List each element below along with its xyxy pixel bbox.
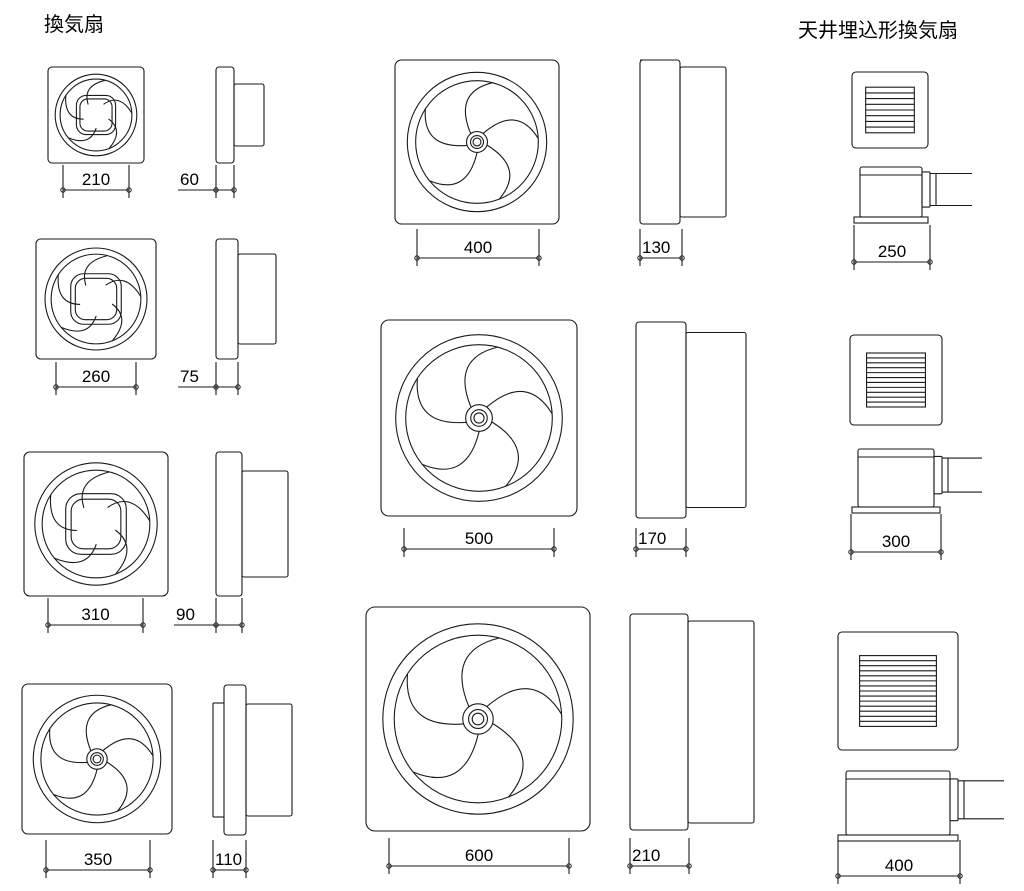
- dimension-depth: 210: [627, 838, 692, 874]
- dimension-width: 600: [386, 838, 572, 874]
- dimension-depth: 90: [174, 598, 245, 633]
- dimension-width: 260: [53, 362, 139, 395]
- ceiling-fan-section-title: 天井埋込形換気扇: [798, 18, 958, 42]
- dimension-label: 210: [632, 846, 660, 865]
- dimension-width: 310: [45, 598, 146, 633]
- dimension-width: 500: [401, 528, 557, 557]
- fan-front-view: [21, 683, 173, 835]
- dimension-depth: 130: [637, 229, 685, 266]
- fan-front-view: [23, 451, 169, 597]
- dimension-label: 400: [885, 856, 913, 875]
- wall-fan-210: 210 60: [47, 66, 265, 198]
- fan-front-view: [35, 238, 157, 360]
- fan-front-view: [365, 606, 591, 832]
- dimension-width: 350: [43, 840, 153, 878]
- dimension-label: 170: [638, 529, 666, 548]
- dimension-label: 110: [215, 850, 242, 869]
- dimension-label: 75: [180, 367, 199, 386]
- ceiling-fan-300: 300: [848, 334, 982, 560]
- dimension-depth: 60: [178, 165, 237, 198]
- dimension-label: 350: [84, 850, 112, 869]
- dimension-depth: 75: [178, 362, 241, 395]
- wall-fan-section-title: 換気扇: [44, 12, 104, 36]
- wall-fan-260: 260 75: [35, 238, 277, 395]
- dimension-label: 500: [465, 529, 493, 548]
- dimension-label: 60: [180, 170, 199, 189]
- ceiling-fan-250: 250: [851, 71, 972, 270]
- dimension-width: 210: [60, 165, 132, 198]
- dimension-depth: 110: [210, 840, 249, 878]
- dimension-label: 400: [464, 238, 492, 257]
- wall-fan-350: 350 110: [21, 683, 293, 878]
- wall-fan-600: 600 210: [365, 606, 755, 874]
- fan-side-view: [639, 59, 727, 225]
- fan-side-view: [215, 451, 289, 597]
- dimension-label: 90: [176, 605, 195, 624]
- dimension-width: 250: [851, 225, 933, 270]
- fan-side-view: [215, 238, 277, 360]
- dimension-label: 130: [642, 238, 670, 257]
- wall-fan-310: 310 90: [23, 451, 289, 633]
- dimension-label: 260: [82, 367, 110, 386]
- wall-fan-400: 400 130: [394, 59, 727, 266]
- fan-side-view: [629, 613, 755, 831]
- dimension-label: 310: [81, 605, 109, 624]
- dimension-label: 600: [465, 846, 493, 865]
- fan-side-view: [635, 321, 747, 519]
- dimension-width: 300: [848, 514, 944, 560]
- fan-front-view: [380, 319, 578, 517]
- dimension-width: 400: [835, 840, 963, 884]
- dimension-label: 210: [82, 170, 110, 189]
- dimension-label: 300: [882, 532, 910, 551]
- dimension-label: 250: [878, 242, 906, 261]
- ceiling-fan-400: 400: [835, 631, 1004, 884]
- fan-side-view: [215, 66, 265, 164]
- wall-fan-500: 500 170: [380, 319, 747, 557]
- dimension-depth: 170: [633, 528, 689, 557]
- fan-side-view: [223, 684, 293, 836]
- dimension-width: 400: [414, 229, 542, 266]
- fan-front-view: [394, 59, 560, 225]
- fan-front-view: [47, 66, 145, 164]
